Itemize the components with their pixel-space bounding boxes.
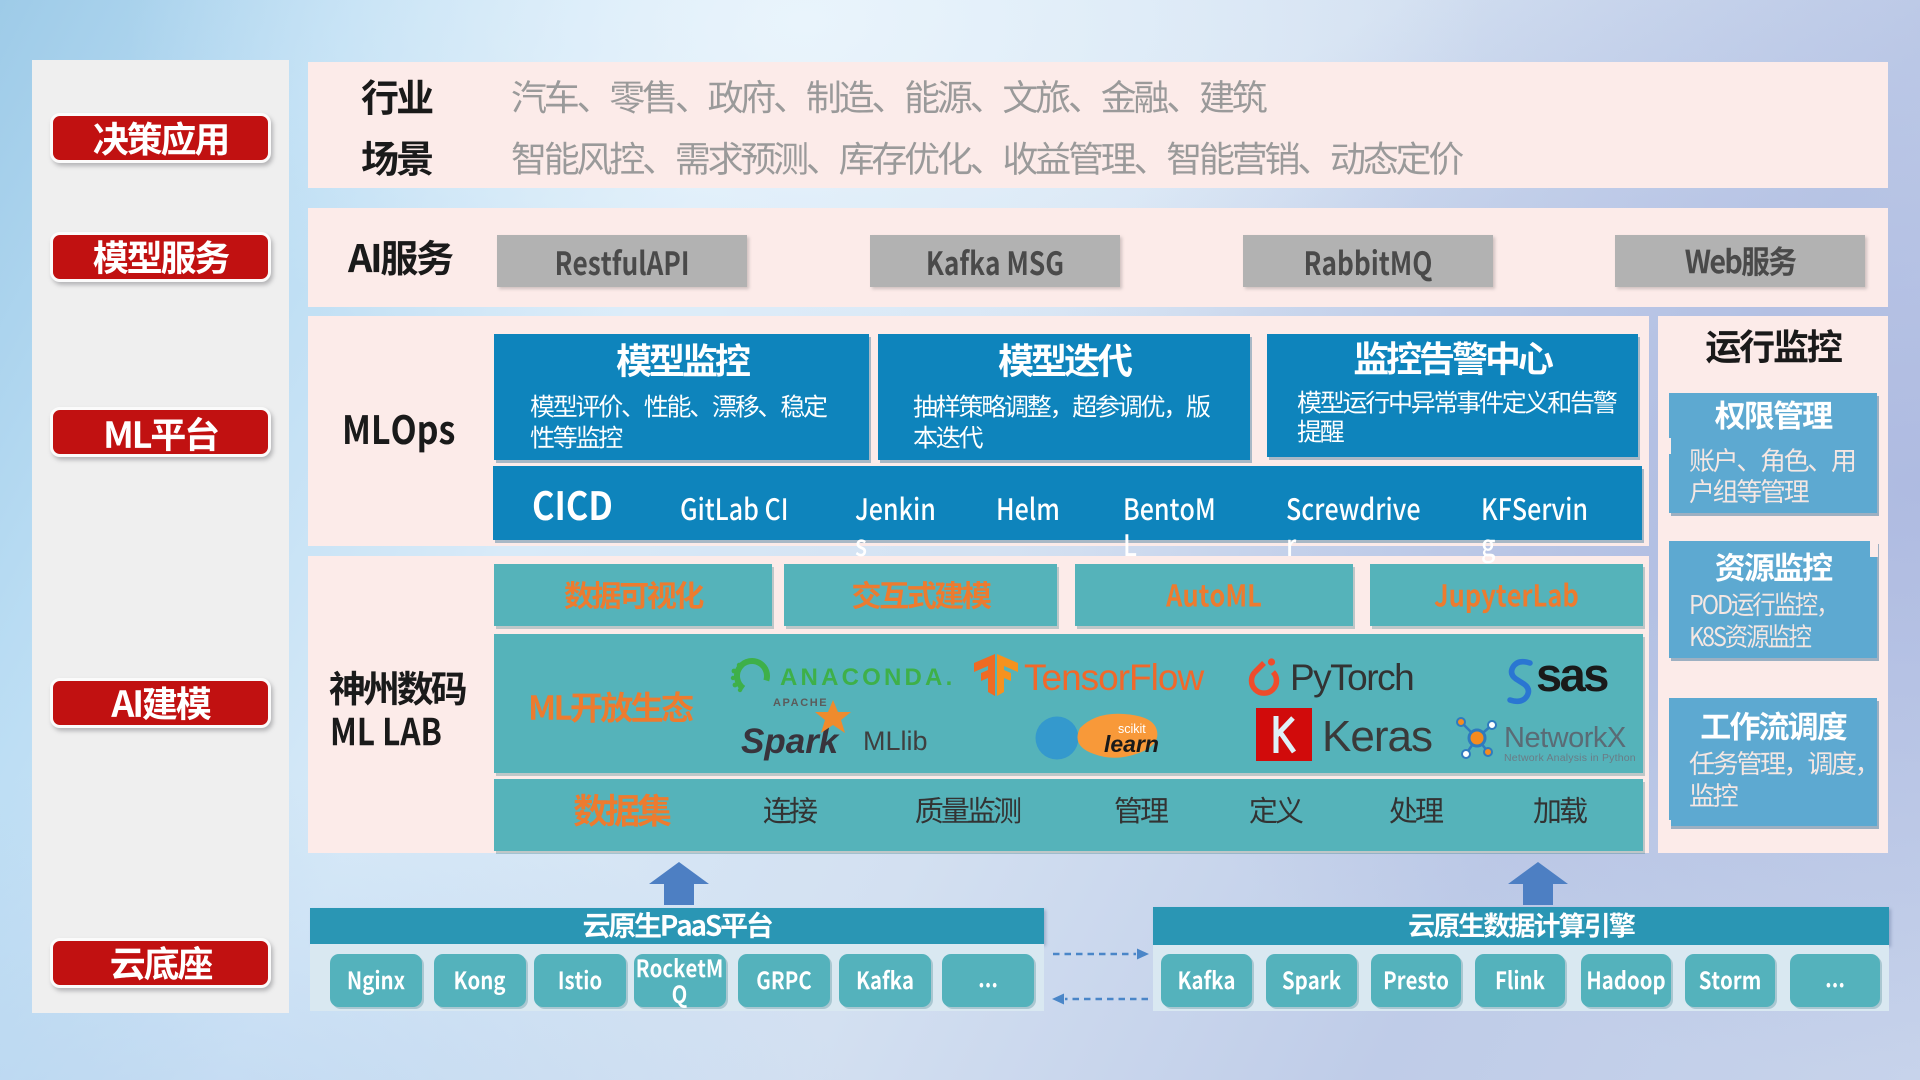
svg-text:ANACONDA.: ANACONDA. xyxy=(780,664,955,691)
svg-text:learn: learn xyxy=(1104,731,1159,757)
svg-text:MLlib: MLlib xyxy=(863,726,928,756)
svg-text:Network Analysis in Python: Network Analysis in Python xyxy=(1504,752,1636,764)
svg-text:TensorFlow: TensorFlow xyxy=(1024,657,1204,698)
svg-text:sas: sas xyxy=(1536,648,1608,701)
svg-text:Keras: Keras xyxy=(1322,712,1432,761)
svg-text:NetworkX: NetworkX xyxy=(1504,722,1626,754)
svg-text:scikit: scikit xyxy=(1118,722,1146,736)
svg-text:APACHE: APACHE xyxy=(773,697,828,709)
svg-text:PyTorch: PyTorch xyxy=(1290,657,1413,698)
